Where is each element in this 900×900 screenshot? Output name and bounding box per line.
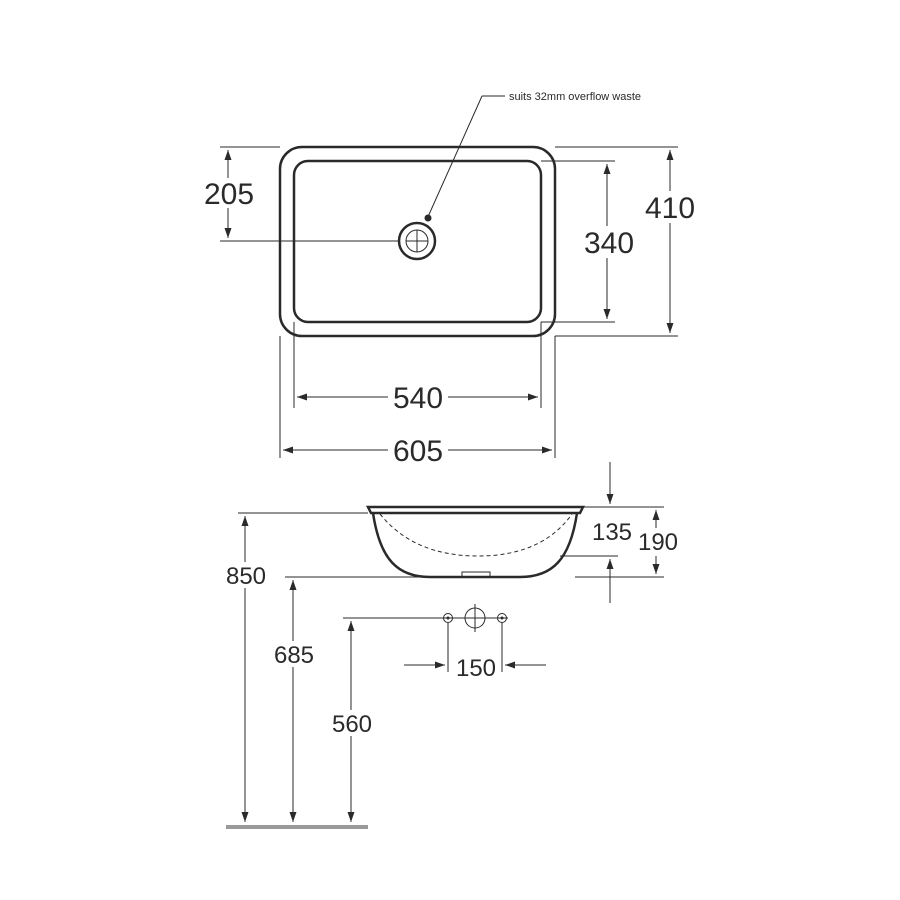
tap-hole-right-icon (497, 613, 507, 623)
spout-hole-icon (461, 604, 489, 632)
dim-850: 850 (226, 563, 266, 590)
basin-bowl-outline (371, 512, 579, 579)
dim-150: 150 (456, 655, 496, 682)
plan-view: suits 32mm overflow waste 205 340 410 54… (200, 91, 699, 468)
tap-hole-left-icon (443, 613, 453, 623)
overflow-note: suits 32mm overflow waste (509, 91, 641, 103)
basin-inner-dashed (379, 513, 573, 557)
dim-135: 135 (592, 519, 632, 546)
dim-190: 190 (638, 529, 678, 556)
dim-205: 205 (204, 178, 254, 211)
drain-icon (397, 221, 437, 261)
dim-605: 605 (393, 435, 443, 468)
dim-685: 685 (274, 642, 314, 669)
note-leader (426, 95, 483, 220)
dim-410: 410 (645, 192, 695, 225)
dim-540: 540 (393, 382, 443, 415)
dim-560: 560 (332, 711, 372, 738)
dim-340: 340 (584, 227, 634, 260)
elevation-view: 135 190 850 685 (222, 462, 682, 829)
basin-rim-section (365, 505, 586, 515)
floor-line (226, 825, 368, 829)
